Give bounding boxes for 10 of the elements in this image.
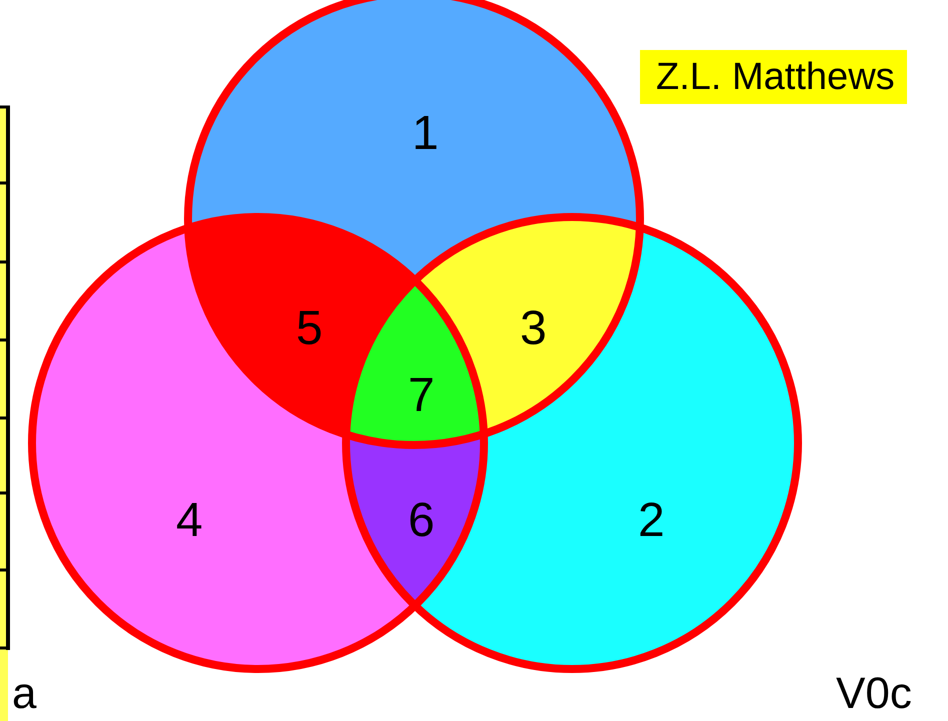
region-number: 6 — [408, 497, 435, 545]
region-number: 7 — [408, 372, 435, 420]
region-number: 1 — [412, 110, 439, 158]
region-number: 3 — [520, 305, 547, 353]
region-number: 5 — [296, 305, 323, 353]
name-tag: Z.L. Matthews — [640, 50, 907, 104]
region-number: 4 — [176, 497, 203, 545]
corner-text: a — [12, 672, 36, 716]
corner-text: V0c — [836, 672, 912, 716]
region-number: 2 — [638, 497, 665, 545]
